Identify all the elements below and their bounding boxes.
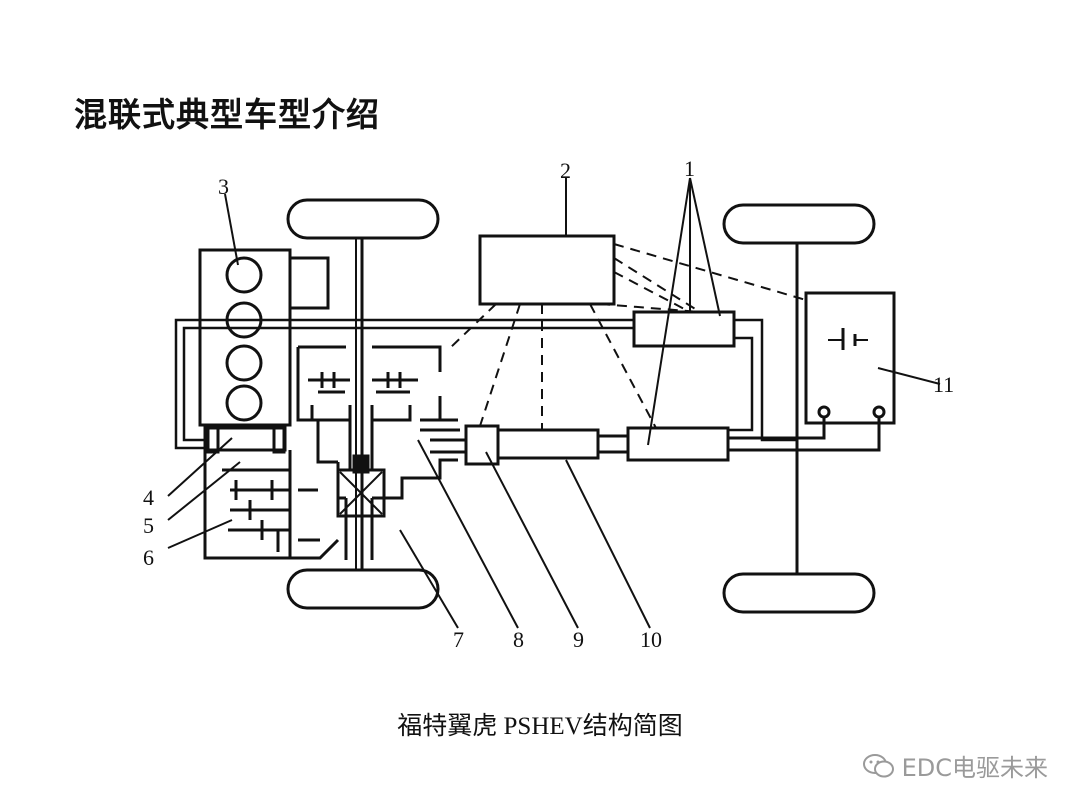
label-11: 11 [933,372,954,397]
label-2: 2 [560,158,571,183]
watermark: EDC电驱未来 [862,748,1048,783]
battery-box [804,291,896,425]
rear-left-wheel [722,203,876,245]
label-3: 3 [218,174,229,199]
cylinder-1 [225,256,263,294]
gearbox-housing [203,450,340,560]
page-title: 混联式典型车型介绍 [74,95,380,134]
rear-right-wheel [722,572,876,614]
watermark-text: EDC电驱未来 [901,754,1048,782]
label-8: 8 [513,627,524,652]
module-1-lower [626,426,730,462]
engine-accessory [288,256,330,310]
label-9: 9 [573,627,584,652]
coupling-box [464,424,500,466]
control-unit-box [478,234,616,306]
figure-caption: 福特翼虎 PSHEV结构简图 [397,713,683,740]
front-left-wheel [286,198,440,240]
label-6: 6 [143,545,154,570]
label-5: 5 [143,513,154,538]
label-4: 4 [143,485,154,510]
chat-logo-icon [862,753,894,777]
cylinder-4 [225,384,263,422]
transaxle-housing [296,347,338,464]
drive-shaft [496,428,600,460]
engine-block [198,248,292,427]
label-7: 7 [453,627,464,652]
module-1-upper [632,310,736,348]
label-1: 1 [684,156,695,181]
front-right-wheel [286,568,440,610]
label-10: 10 [640,627,662,652]
cylinder-3 [225,344,263,382]
